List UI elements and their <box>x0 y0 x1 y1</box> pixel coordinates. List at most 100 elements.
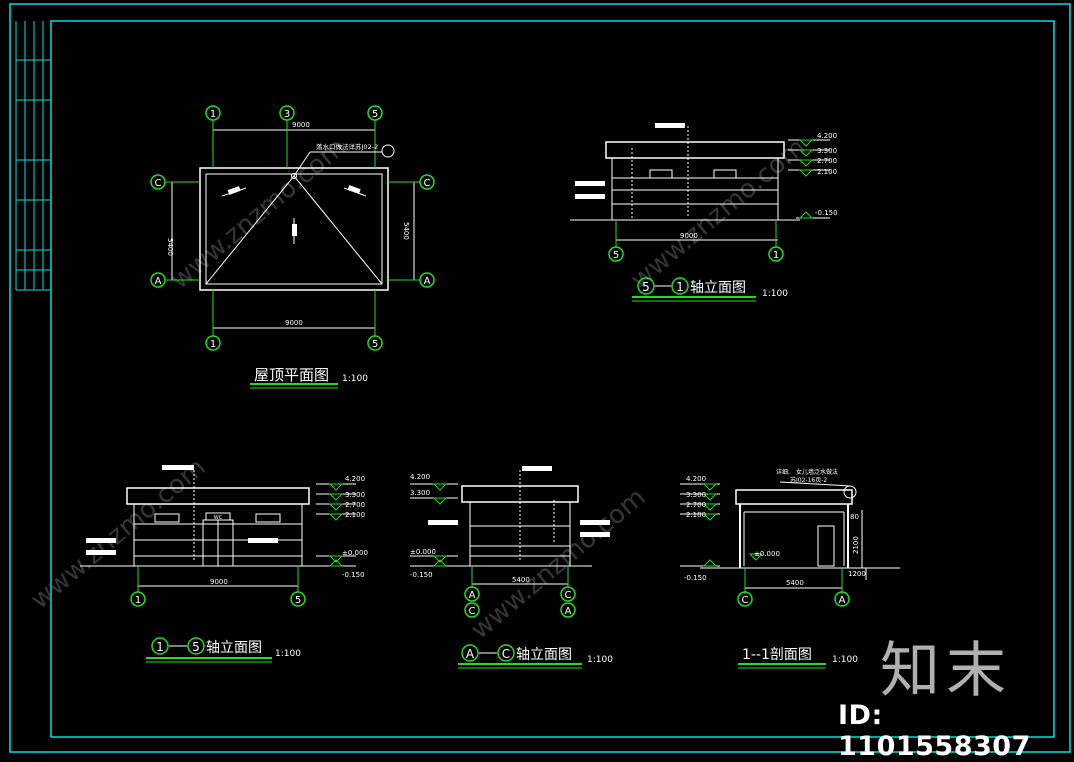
sheet-frame <box>9 3 1071 753</box>
axis-bubble-section-a <box>834 591 850 607</box>
axis-bubble-elev51-5 <box>608 246 624 262</box>
axis-bubble-5-top <box>367 105 383 121</box>
section-level-2700: 2.700 <box>686 501 706 509</box>
elev15-level-3300: 3.300 <box>345 491 365 499</box>
elev15-title-to: 5 <box>192 640 200 654</box>
roof-dim-top: 9000 <box>292 121 310 129</box>
section-note-line2: 苏J02-16页-2 <box>790 476 827 484</box>
elev51-title-to: 1 <box>676 280 684 294</box>
elev51-level-m0150: -0.150 <box>815 209 838 217</box>
elevac-title-to: C <box>502 647 510 661</box>
roof-note: 落水口做法详苏J02-2 <box>316 142 378 151</box>
watermark-brand: 知末 <box>880 636 1012 706</box>
elevac-level-0000: ±0.000 <box>410 548 436 556</box>
roof-axis-5-top: 5 <box>372 109 378 120</box>
axis-bubble-a-left <box>150 272 166 288</box>
title-block-strips <box>15 21 51 291</box>
elev15-title-from: 1 <box>156 640 164 654</box>
axis-bubble-elevac-c-left <box>464 602 480 618</box>
section-level-3300: 3.300 <box>686 491 706 499</box>
elev15-level-2100: 2.100 <box>345 511 365 519</box>
roof-plan-slope-marks <box>227 185 361 236</box>
axis-bubble-a-right <box>419 272 435 288</box>
elevac-level-m0150: -0.150 <box>410 571 433 579</box>
axis-bubble-c-left <box>150 174 166 190</box>
elev15-level-triangles <box>328 483 344 567</box>
elev51-level-3300: 3.300 <box>817 147 837 155</box>
section-dim: 5400 <box>786 579 804 587</box>
elevac-axis-a-right: A <box>565 606 572 617</box>
section-title: 1--1剖面图 <box>742 647 812 663</box>
section-note-line1: 女儿墙泛水做法 <box>796 468 838 476</box>
elev51-title: 5 1 轴立面图 1:100 <box>632 277 788 302</box>
section-level-2100: 2.100 <box>686 511 706 519</box>
watermark-id: ID: 1101558307 <box>838 700 1031 762</box>
roof-axis-3-top: 3 <box>284 109 290 120</box>
elev15-title-scale: 1:100 <box>275 649 301 659</box>
elev15-title: 1 5 轴立面图 1:100 <box>146 637 301 663</box>
axis-bubble-1-bottom <box>205 335 221 351</box>
roof-axis-c-left: C <box>155 178 162 189</box>
elevac-axis-c-right: C <box>565 590 572 601</box>
roof-dim-left: 5400 <box>166 238 174 256</box>
roof-dim-bottom: 9000 <box>285 319 303 327</box>
elev51-axis-1: 1 <box>773 250 779 261</box>
elev51-level-triangles <box>798 139 814 219</box>
elevac-title-text: 轴立面图 <box>516 647 572 663</box>
section-axis-a: A <box>839 595 846 606</box>
roof-axis-a-right: A <box>424 276 431 287</box>
axis-bubble-elevac-c-right <box>560 586 576 602</box>
elev15-level-0000: ±0.000 <box>342 549 368 557</box>
elev51-level-2700: 2.700 <box>817 157 837 165</box>
axis-bubble-1-top <box>205 105 221 121</box>
axis-bubble-5-bottom <box>367 335 383 351</box>
elev51-labels-boxes <box>575 123 685 199</box>
section-dim-height: 2100 <box>852 536 860 554</box>
axis-bubble-elevac-a-left <box>464 586 480 602</box>
axis-bubble-elevac-a-right <box>560 602 576 618</box>
elevac-dim: 5400 <box>512 576 530 584</box>
section-level-0000: ±0.000 <box>754 550 780 558</box>
roof-plan-scale: 1:100 <box>342 374 368 384</box>
elevac-axis-c-left: C <box>469 606 476 617</box>
elevac-title-scale: 1:100 <box>587 655 613 665</box>
elev15-door-sign: WC <box>214 515 223 521</box>
roof-dim-right: 5400 <box>402 222 410 240</box>
elevac-label-boxes <box>428 466 610 537</box>
section-axis-c: C <box>742 595 749 606</box>
section-note-prefix: 详细, <box>776 468 790 476</box>
elev15-dim: 9000 <box>210 578 228 586</box>
axis-bubble-3-top <box>279 105 295 121</box>
section-dim-top: 80 <box>850 513 859 521</box>
elevac-level-4200: 4.200 <box>410 473 430 481</box>
elev15-level-2700: 2.700 <box>345 501 365 509</box>
section-level-4200: 4.200 <box>686 475 706 483</box>
section-level-triangles <box>702 483 764 567</box>
elevac-title-from: A <box>466 647 475 661</box>
elev51-title-from: 5 <box>642 280 650 294</box>
section-dim-sill: 1200 <box>848 570 866 578</box>
axis-bubble-section-c <box>737 591 753 607</box>
elevac-title: A C 轴立面图 1:100 <box>458 644 613 669</box>
roof-axis-5-bottom: 5 <box>372 339 378 350</box>
roof-plan-title: 屋顶平面图 <box>254 366 329 384</box>
elev15-level-4200: 4.200 <box>345 475 365 483</box>
elev15-axis-1: 1 <box>135 595 141 606</box>
elevac-axis-a-left: A <box>469 590 476 601</box>
elev51-axis-5: 5 <box>613 250 619 261</box>
elev51-title-scale: 1:100 <box>762 289 788 299</box>
elev51-title-text: 轴立面图 <box>690 280 746 296</box>
elev15-label-boxes <box>86 465 278 555</box>
section-title-scale: 1:100 <box>832 655 858 665</box>
elev51-level-2100: 2.100 <box>817 168 837 176</box>
axis-bubble-elev51-1 <box>768 246 784 262</box>
roof-plan <box>166 120 420 336</box>
roof-axis-c-right: C <box>424 178 431 189</box>
elev15-axis-5: 5 <box>295 595 301 606</box>
axis-bubble-elev15-5 <box>290 591 306 607</box>
elev51-dim: 9000 <box>680 232 698 240</box>
roof-axis-1-top: 1 <box>210 109 216 120</box>
elev15-title-text: 轴立面图 <box>206 640 262 656</box>
elevac-level-3300: 3.300 <box>410 489 430 497</box>
